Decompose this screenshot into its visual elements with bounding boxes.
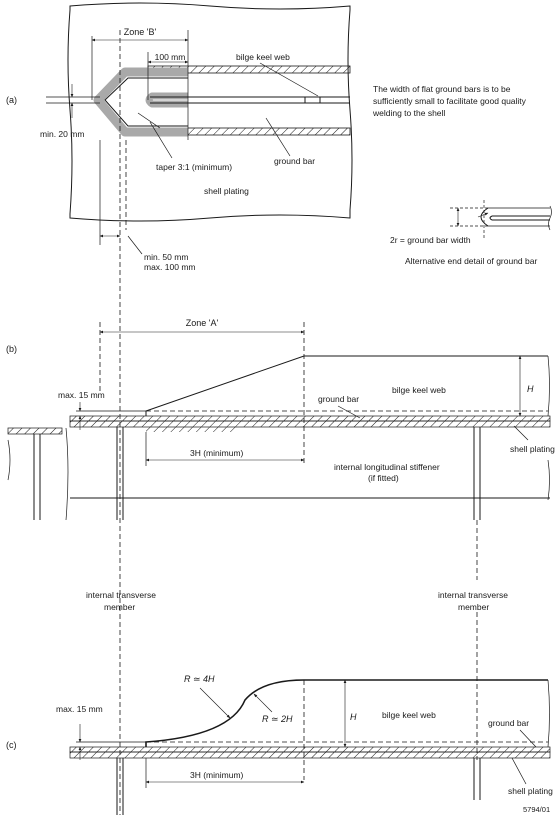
alt-r-arrow: [477, 212, 489, 218]
left-break-b: [7, 427, 69, 521]
max-15mm-label-b: max. 15 mm: [58, 390, 105, 400]
shell-plating-c: [69, 751, 551, 759]
view-b-tag: (b): [6, 344, 17, 354]
web-profile-c: [145, 679, 548, 747]
leader-shell-c: [511, 757, 527, 785]
ground-bar-label-b: ground bar: [318, 394, 359, 404]
view-a-tag: (a): [6, 95, 17, 105]
taper-label: taper 3:1 (minimum): [156, 162, 232, 172]
figure-number: 5794/01: [523, 805, 550, 814]
int-long-label-2: (if fitted): [368, 473, 399, 483]
h-label-c: H: [350, 712, 357, 722]
min-50mm-label: min. 50 mm: [144, 252, 188, 262]
web-break-b: [547, 355, 550, 417]
leader-web-a: [259, 62, 319, 97]
ground-bar-label-a: ground bar: [274, 156, 315, 166]
ground-bar-outline: [93, 67, 188, 137]
r4h-arrow: [199, 687, 231, 719]
int-trans-left-1: internal transverse: [86, 590, 156, 600]
view-c: (c) R ≃ 4H R ≃ 2H H bilge keel web max. …: [6, 674, 553, 815]
view-a: Zone 'B' 100 mm bilge keel web min. 20 m…: [6, 2, 353, 272]
web-break-c: [547, 679, 550, 748]
zone-a-label: Zone 'A': [186, 318, 219, 328]
r2h-arrow: [253, 693, 273, 713]
web-profile-b: [145, 355, 548, 416]
alt-break: [548, 205, 552, 231]
two-r-label: 2r = ground bar width: [390, 235, 471, 245]
max-15mm-label-c: max. 15 mm: [56, 704, 103, 714]
three-h-label-b: 3H (minimum): [190, 448, 244, 458]
alt-end-detail: 2r = ground bar width Alternative end de…: [390, 200, 552, 266]
leader-ground-bar-c: [519, 729, 537, 748]
leader-taper: [149, 121, 173, 159]
shell-plating-b: [69, 420, 551, 428]
view-b: (b) Zone 'A': [6, 230, 555, 815]
ground-bar-c: [69, 746, 551, 753]
taper-tick: [137, 112, 161, 129]
min-20mm-label: min. 20 mm: [40, 129, 84, 139]
shell-plating-label-a: shell plating: [204, 186, 249, 196]
alt-bar-edges: [488, 207, 550, 227]
shell-plating-label-b: shell plating: [510, 444, 555, 454]
alt-web: [489, 215, 550, 221]
max-100mm-label: max. 100 mm: [144, 262, 196, 272]
ground-bar-label-c: ground bar: [488, 718, 529, 728]
shell-plating-label-c: shell plating: [508, 786, 553, 796]
leader-50mm: [127, 235, 143, 255]
alt-detail-caption: Alternative end detail of ground bar: [405, 256, 537, 266]
r4h-label: R ≃ 4H: [184, 674, 215, 684]
ground-bar-b: [69, 415, 551, 422]
note-line-2: sufficiently small to facilitate good qu…: [373, 96, 527, 106]
int-trans-right-1: internal transverse: [438, 590, 508, 600]
three-h-label-c: 3H (minimum): [190, 770, 244, 780]
right-break-b: [547, 459, 550, 501]
leader-shell-b: [513, 425, 529, 441]
h-label-b: H: [527, 384, 534, 394]
r2h-label: R ≃ 2H: [262, 714, 293, 724]
bilge-keel-web-label-b: bilge keel web: [392, 385, 446, 395]
alt-round-end: [480, 207, 489, 227]
leader-ground-bar-a: [265, 117, 291, 157]
weld-hatch-b: [146, 427, 236, 432]
view-c-tag: (c): [6, 740, 17, 750]
bilge-keel-web-label-a: bilge keel web: [236, 52, 290, 62]
bilge-keel-web-label-c: bilge keel web: [382, 710, 436, 720]
note-line-3: welding to the shell: [372, 108, 445, 118]
dim-100mm-label: 100 mm: [155, 52, 186, 62]
int-long-label-1: internal longitudinal stiffener: [334, 462, 440, 472]
leader-ground-bar-b: [337, 405, 361, 419]
note-line-1: The width of flat ground bars is to be: [373, 84, 511, 94]
zone-b-label: Zone 'B': [124, 27, 157, 37]
view-a-break-outline: [67, 2, 353, 222]
int-trans-right-2: member: [458, 602, 489, 612]
shell-plating-b-left: [7, 427, 63, 435]
int-trans-left-2: member: [104, 602, 135, 612]
web-end-outline: [145, 92, 188, 108]
